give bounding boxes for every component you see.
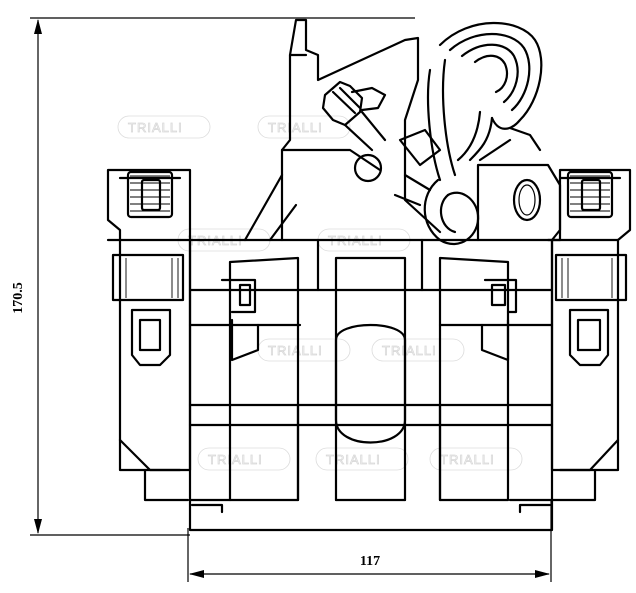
watermark-text: TRIALLI	[326, 452, 381, 467]
pivot-pin	[353, 153, 383, 183]
width-dimension: 117	[187, 500, 552, 582]
watermark-layer: TRIALLI TRIALLI TRIALLI TRIALLI TRIALLI …	[117, 115, 523, 471]
left-guide-pin	[106, 168, 192, 502]
width-dimension-label: 117	[360, 554, 380, 569]
height-dimension-label: 170.5	[11, 282, 26, 314]
watermark-text: TRIALLI	[128, 120, 183, 135]
watermark-text: TRIALLI	[208, 452, 263, 467]
watermark-text: TRIALLI	[268, 343, 323, 358]
right-guide-pin	[546, 168, 632, 502]
caliper-body	[178, 18, 562, 532]
watermark-text: TRIALLI	[268, 120, 323, 135]
bleed-screw	[321, 80, 387, 152]
watermark-text: TRIALLI	[440, 452, 495, 467]
mounting-hole	[512, 178, 542, 222]
watermark-text: TRIALLI	[382, 343, 437, 358]
height-dimension: 170.5	[11, 17, 415, 536]
